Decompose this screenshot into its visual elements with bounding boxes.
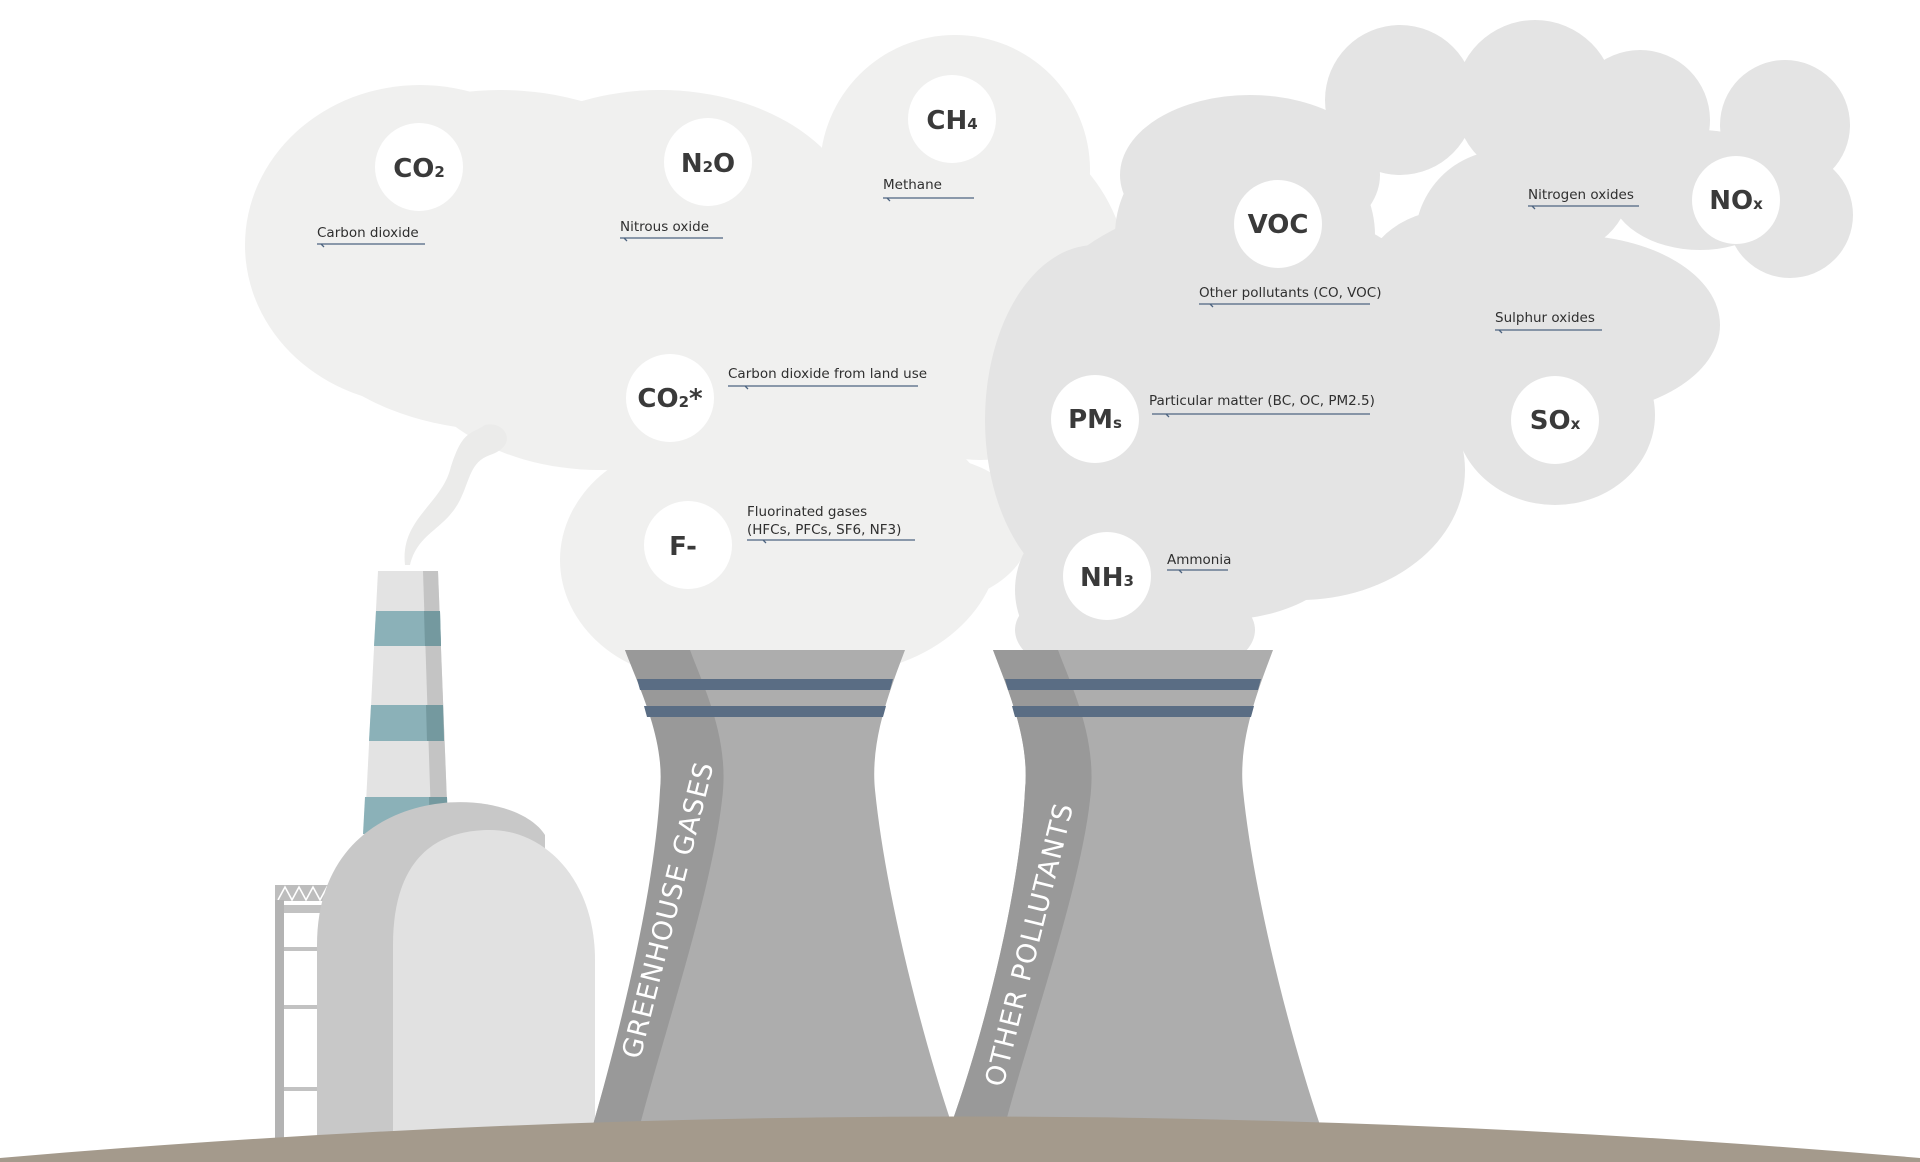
caption-other-pollutants: Other pollutants (CO, VOC) [1199, 285, 1381, 301]
badge-fluorinated-gases: F- [644, 501, 732, 589]
badge-particulate-matter: PMs [1051, 375, 1139, 463]
other-pollutants-cloud [985, 20, 1853, 685]
caption-carbon-dioxide-land-use: Carbon dioxide from land use [728, 366, 927, 382]
badge-co2-land-use: CO2* [626, 354, 714, 442]
svg-text:N2O: N2O [681, 149, 735, 179]
caption-nitrogen-oxides: Nitrogen oxides [1528, 187, 1634, 203]
svg-text:VOC: VOC [1248, 210, 1309, 240]
caption-carbon-dioxide: Carbon dioxide [317, 225, 419, 241]
badge-ch4: CH4 [908, 75, 996, 163]
badge-co2: CO2 [375, 123, 463, 211]
svg-text:CH4: CH4 [926, 106, 977, 136]
caption-methane: Methane [883, 177, 942, 193]
svg-text:F-: F- [669, 532, 697, 562]
badge-voc: VOC [1234, 180, 1322, 268]
badge-ammonia: NH3 [1063, 532, 1151, 620]
caption-fluorinated-gases-list: (HFCs, PFCs, SF6, NF3) [747, 522, 901, 538]
cooling-tower-greenhouse: GREENHOUSE GASES [593, 650, 952, 1125]
svg-text:CO2*: CO2* [637, 384, 703, 414]
svg-text:NH3: NH3 [1080, 563, 1134, 593]
svg-text:CO2: CO2 [393, 154, 445, 184]
badge-nox: NOx [1692, 156, 1780, 244]
svg-text:NOx: NOx [1709, 186, 1763, 216]
chimney-smoke [404, 424, 507, 565]
svg-text:SOx: SOx [1530, 406, 1581, 436]
reactor-dome [317, 802, 595, 1145]
svg-text:PMs: PMs [1068, 405, 1122, 435]
caption-particular-matter: Particular matter (BC, OC, PM2.5) [1149, 393, 1375, 409]
ground [0, 1116, 1920, 1162]
badge-n2o: N2O [664, 118, 752, 206]
caption-fluorinated-gases: Fluorinated gases [747, 504, 867, 520]
caption-nitrous-oxide: Nitrous oxide [620, 219, 709, 235]
cooling-tower-pollutants: OTHER POLLUTANTS [951, 650, 1320, 1125]
caption-ammonia: Ammonia [1167, 552, 1231, 568]
badge-sox: SOx [1511, 376, 1599, 464]
caption-sulphur-oxides: Sulphur oxides [1495, 310, 1595, 326]
